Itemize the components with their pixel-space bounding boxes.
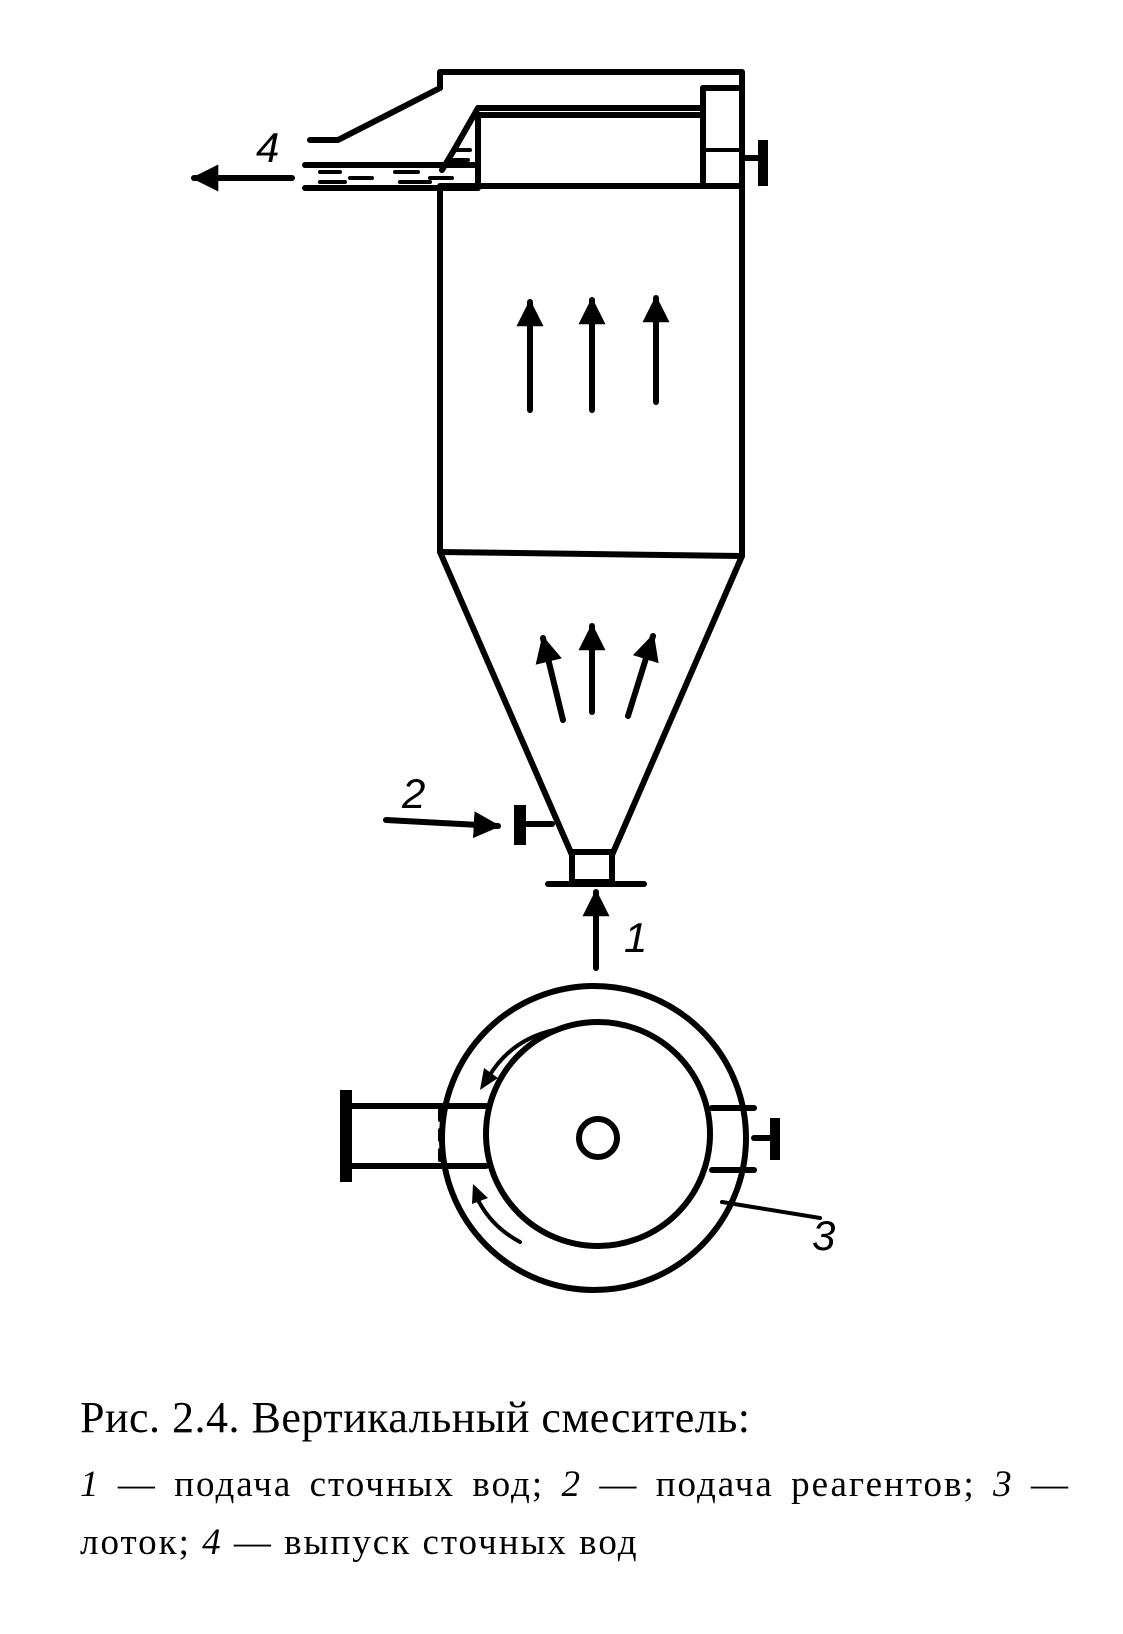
legend-text-4: выпуск сточных вод	[284, 1522, 639, 1563]
legend-text-1: подача сточных вод	[174, 1464, 532, 1505]
figure-caption-title: Рис. 2.4. Вертикальный смеситель:	[80, 1393, 751, 1442]
legend-num-4: 4	[202, 1522, 223, 1563]
figure-caption-legend: 1 — подача сточных вод; 2 — подача реаге…	[80, 1464, 1070, 1563]
outlet-trough	[302, 69, 768, 191]
mixer-cone	[437, 549, 745, 887]
legend-text-2: подача реагентов	[655, 1464, 964, 1505]
label-3: 3	[812, 1212, 835, 1259]
label-4: 4	[256, 124, 279, 171]
plan-view: 3	[340, 983, 835, 1293]
label-1: 1	[624, 914, 647, 961]
legend-num-3: 3	[993, 1464, 1014, 1505]
reagent-inlet: 2	[383, 770, 555, 845]
wastewater-outlet-arrow: 4	[191, 124, 295, 192]
mixer-body	[437, 183, 745, 559]
legend-num-2: 2	[561, 1464, 583, 1505]
legend-text-3: лоток	[80, 1522, 179, 1563]
legend-num-1: 1	[80, 1464, 101, 1505]
label-2: 2	[401, 770, 425, 817]
wastewater-inlet-arrow: 1	[582, 889, 647, 971]
flow-arrows	[516, 295, 670, 723]
